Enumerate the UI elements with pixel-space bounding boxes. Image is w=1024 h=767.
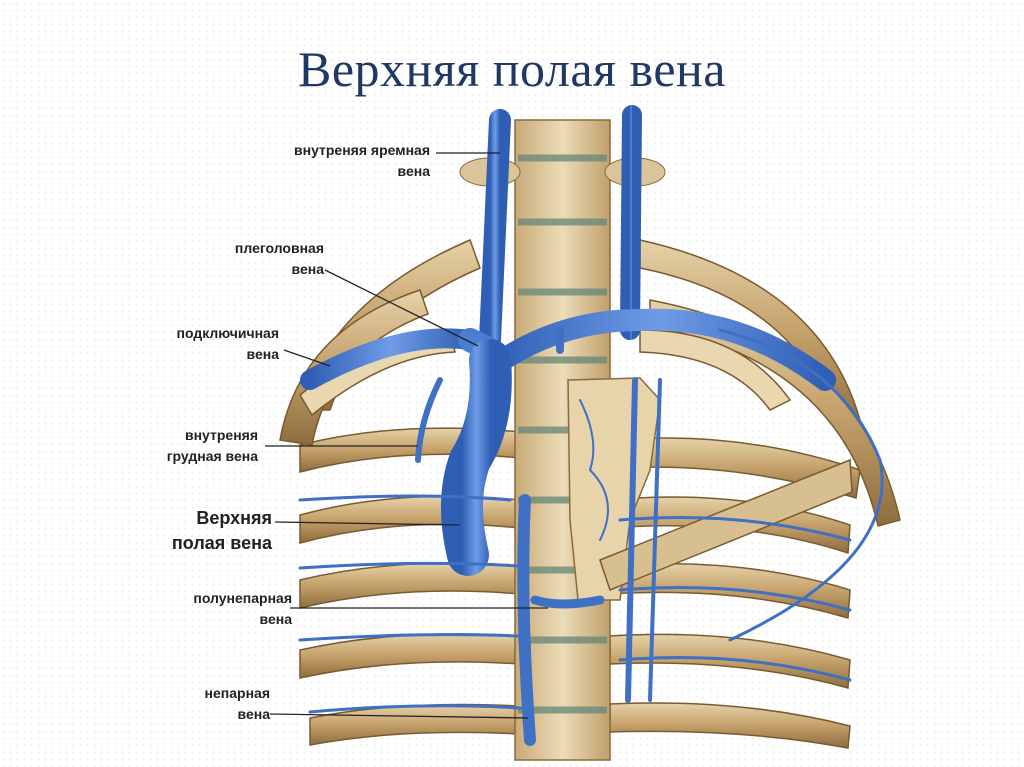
label-line: вена	[259, 611, 292, 627]
leader-lines	[265, 152, 548, 719]
label-line: вена	[237, 706, 270, 722]
label-line: вена	[246, 346, 279, 362]
costal-cartilage	[599, 458, 853, 591]
label-line: внутреняя яремная	[294, 142, 430, 158]
label-line: Верхняя	[196, 508, 272, 528]
label-line: грудная вена	[166, 448, 258, 464]
label-line: внутреняя	[184, 427, 258, 443]
label-line: полунепарная	[193, 590, 292, 606]
label-internal-thoracic-vein: внутреняя грудная вена	[167, 425, 258, 467]
label-azygos-vein: непарная вена	[205, 683, 270, 725]
label-line: вена	[291, 261, 324, 277]
label-internal-jugular-vein: внутреняя яремная вена	[294, 140, 430, 182]
label-superior-vena-cava: Верхняя полая вена	[172, 506, 272, 556]
label-line: подключичная	[176, 325, 279, 341]
label-line: вена	[397, 163, 430, 179]
label-hemiazygos-vein: полунепарная вена	[193, 588, 292, 630]
label-brachiocephalic-vein: плеголовная вена	[235, 238, 324, 280]
label-line: непарная	[204, 685, 270, 701]
veins	[298, 105, 884, 746]
label-subclavian-vein: подключичная вена	[177, 323, 279, 365]
label-line: полая вена	[171, 533, 272, 553]
label-line: плеголовная	[234, 240, 324, 256]
page-title: Верхняя полая вена	[298, 41, 726, 97]
